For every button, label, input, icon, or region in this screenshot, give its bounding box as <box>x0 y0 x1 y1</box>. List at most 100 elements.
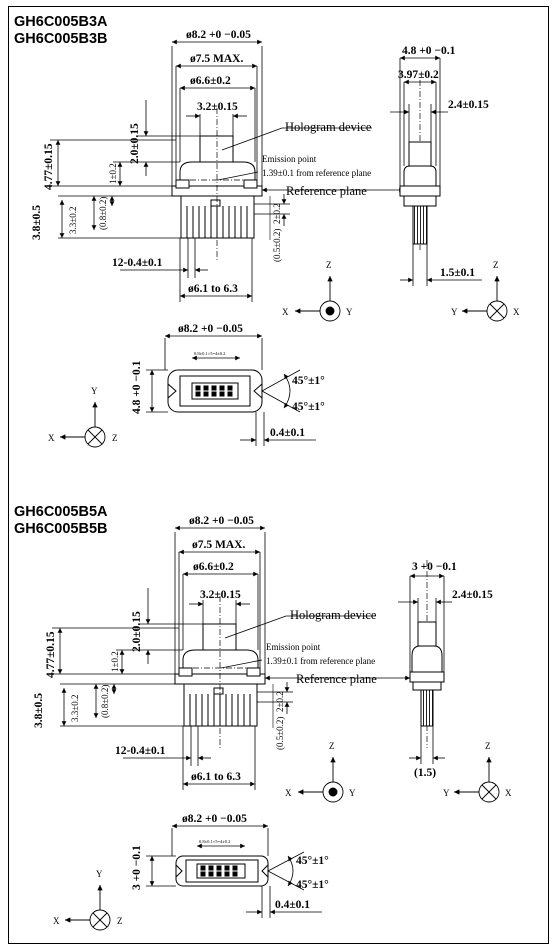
section-b-front-view <box>174 596 266 748</box>
axis-label-z: Z <box>326 260 332 270</box>
section-b-bottom-text: ø8.2 +0 −0.05 0.8±0.1×5=4±0.2 3 +0 −0.1 … <box>131 813 329 911</box>
dim-b-outer: ø8.2 +0 −0.05 <box>189 515 254 527</box>
dim-a-side-bottom: 1.5±0.1 <box>440 267 475 279</box>
dim-b-side-bottom: (1.5) <box>414 767 436 779</box>
axis-label-z: Z <box>112 433 118 443</box>
dim-b-right-small: 2±0.2 <box>275 691 285 712</box>
section-a-side-view <box>399 80 441 250</box>
section-a-bottom-text: ø8.2 +0 −0.05 0.8±0.1×5=4±0.2 4.8 +0 −0.… <box>131 323 325 439</box>
model-label-b3b: GH6C005B3B <box>14 31 108 47</box>
dim-b-bottom-small: 0.4±0.1 <box>275 899 310 911</box>
axis-a-bottom-labels: Y X Z <box>48 386 118 443</box>
axis-label-z: Z <box>117 916 123 926</box>
dim-a-angle-a: 45°±1° <box>292 375 325 387</box>
dim-a-pin-pitch: 12-0.4±0.1 <box>112 257 163 269</box>
section-b-side-text: 3 +0 −0.1 2.4±0.15 (1.5) <box>412 561 493 779</box>
label-b-emission: Emission point <box>266 642 321 652</box>
dim-b-lower-a: 3.3±0.2 <box>70 695 80 722</box>
axis-a-side <box>462 276 508 322</box>
dim-a-emission-height: 1±0.2 <box>108 163 118 184</box>
dim-a-bottom-width: ø8.2 +0 −0.05 <box>178 323 243 335</box>
dim-b-bottom-width: ø8.2 +0 −0.05 <box>182 813 247 825</box>
section-b-bottom-view <box>175 855 269 887</box>
axis-label-y: Y <box>443 788 450 798</box>
section-b-side-dims <box>398 573 452 764</box>
dim-b-body: ø6.6±0.2 <box>193 561 234 573</box>
axis-label-y: Y <box>346 307 353 317</box>
axis-label-z: Z <box>493 260 499 270</box>
section-a-front-view <box>171 108 263 260</box>
axis-label-z: Z <box>329 741 335 751</box>
axis-b-front <box>298 757 344 803</box>
dim-b-holo-height: 2.0±0.15 <box>131 611 143 652</box>
dim-b-max: ø7.5 MAX. <box>192 539 245 551</box>
dim-a-side-top: 4.8 +0 −0.1 <box>402 45 456 57</box>
section-a-bottom-dims <box>146 333 316 446</box>
dim-b-bottom-height: 3 +0 −0.1 <box>131 845 143 890</box>
label-a-reference: Reference plane <box>286 184 367 198</box>
label-a-hologram: Hologram device <box>285 120 372 134</box>
dim-a-outer: ø8.2 +0 −0.05 <box>186 29 251 41</box>
dim-a-pin-range: ø6.1 to 6.3 <box>188 283 238 295</box>
section-a-dimension-lines <box>50 39 404 302</box>
dim-b-emission-height: 1±0.2 <box>110 651 120 672</box>
dim-a-side-right: 2.4±0.15 <box>448 99 489 111</box>
dim-a-bottom-pitch: 0.8±0.1×5=4±0.2 <box>194 351 225 356</box>
dim-b-pin-pitch: 12-0.4±0.1 <box>115 745 166 757</box>
dim-b-total-height: 4.77±0.15 <box>45 631 57 678</box>
dim-a-right-small: 2±0.2 <box>272 203 282 224</box>
axis-b-side <box>454 757 500 803</box>
dim-b-lower-total: 3.8±0.5 <box>33 693 45 728</box>
section-b-side-view <box>409 560 445 748</box>
axis-a-front <box>295 276 341 322</box>
label-b-reference: Reference plane <box>296 672 377 686</box>
axis-label-x: X <box>48 433 55 443</box>
axis-label-z: Z <box>485 741 491 751</box>
dim-b-angle-b: 45°±1° <box>296 879 329 891</box>
dim-b-side-right: 2.4±0.15 <box>452 589 493 601</box>
model-label-b3a: GH6C005B3A <box>14 14 108 30</box>
dim-b-lower-b: (0.8±0.2) <box>100 685 110 718</box>
label-a-emission-val: 1.39±0.1 from reference plane <box>262 168 371 178</box>
axis-label-x: X <box>513 307 520 317</box>
section-b-dimension-text: ø8.2 +0 −0.05 ø7.5 MAX. ø6.6±0.2 3.2±0.1… <box>33 515 377 783</box>
dim-a-total-height: 4.77±0.15 <box>43 143 55 190</box>
dim-a-lower-total: 3.8±0.5 <box>31 205 43 240</box>
dim-a-holo-height: 2.0±0.15 <box>129 123 141 164</box>
dim-b-bottom-pitch: 0.8±0.1×5=4±0.2 <box>199 839 230 844</box>
dim-a-bottom-height: 4.8 +0 −0.1 <box>131 360 143 414</box>
dim-b-pin-range: ø6.1 to 6.3 <box>191 771 241 783</box>
axis-a-front-labels: Z X Y <box>282 260 353 317</box>
dim-a-lower-b: (0.8±0.2) <box>98 197 108 230</box>
label-b-emission-val: 1.39±0.1 from reference plane <box>266 656 375 666</box>
axis-a-side-labels: Z Y X <box>451 260 520 317</box>
axis-label-y: Y <box>349 788 356 798</box>
section-b-bottom-dims <box>146 823 322 918</box>
axis-label-x: X <box>282 307 289 317</box>
axis-b-front-labels: Z X Y <box>285 741 356 798</box>
dim-a-lower-a: 3.3±0.2 <box>68 207 78 234</box>
dim-a-angle-b: 45°±1° <box>292 401 325 413</box>
axis-label-x: X <box>505 788 512 798</box>
dim-a-max: ø7.5 MAX. <box>190 53 243 65</box>
section-a-dimension-text: ø8.2 +0 −0.05 ø7.5 MAX. ø6.6±0.2 3.2±0.1… <box>31 29 372 295</box>
axis-b-bottom-labels: Y X Z <box>53 869 123 926</box>
label-b-hologram: Hologram device <box>290 608 377 622</box>
dim-b-holo: 3.2±0.15 <box>200 589 241 601</box>
axis-label-x: X <box>53 916 60 926</box>
axis-b-bottom <box>65 885 111 931</box>
dim-b-angle-a: 45°±1° <box>296 855 329 867</box>
model-label-b5b: GH6C005B5B <box>14 521 108 537</box>
section-a-bottom-view <box>167 369 263 413</box>
axis-label-y: Y <box>91 386 98 396</box>
label-a-emission: Emission point <box>262 154 317 164</box>
axis-b-side-labels: Z Y X <box>443 741 512 798</box>
dim-a-bottom-small: 0.4±0.1 <box>270 427 305 439</box>
section-a-side-dims <box>390 55 482 286</box>
axis-a-bottom <box>60 402 106 448</box>
axis-label-y: Y <box>96 869 103 879</box>
dim-b-right-small2: (0.5±0.2) <box>275 717 285 750</box>
axis-label-y: Y <box>451 307 458 317</box>
dim-a-body: ø6.6±0.2 <box>190 75 231 87</box>
